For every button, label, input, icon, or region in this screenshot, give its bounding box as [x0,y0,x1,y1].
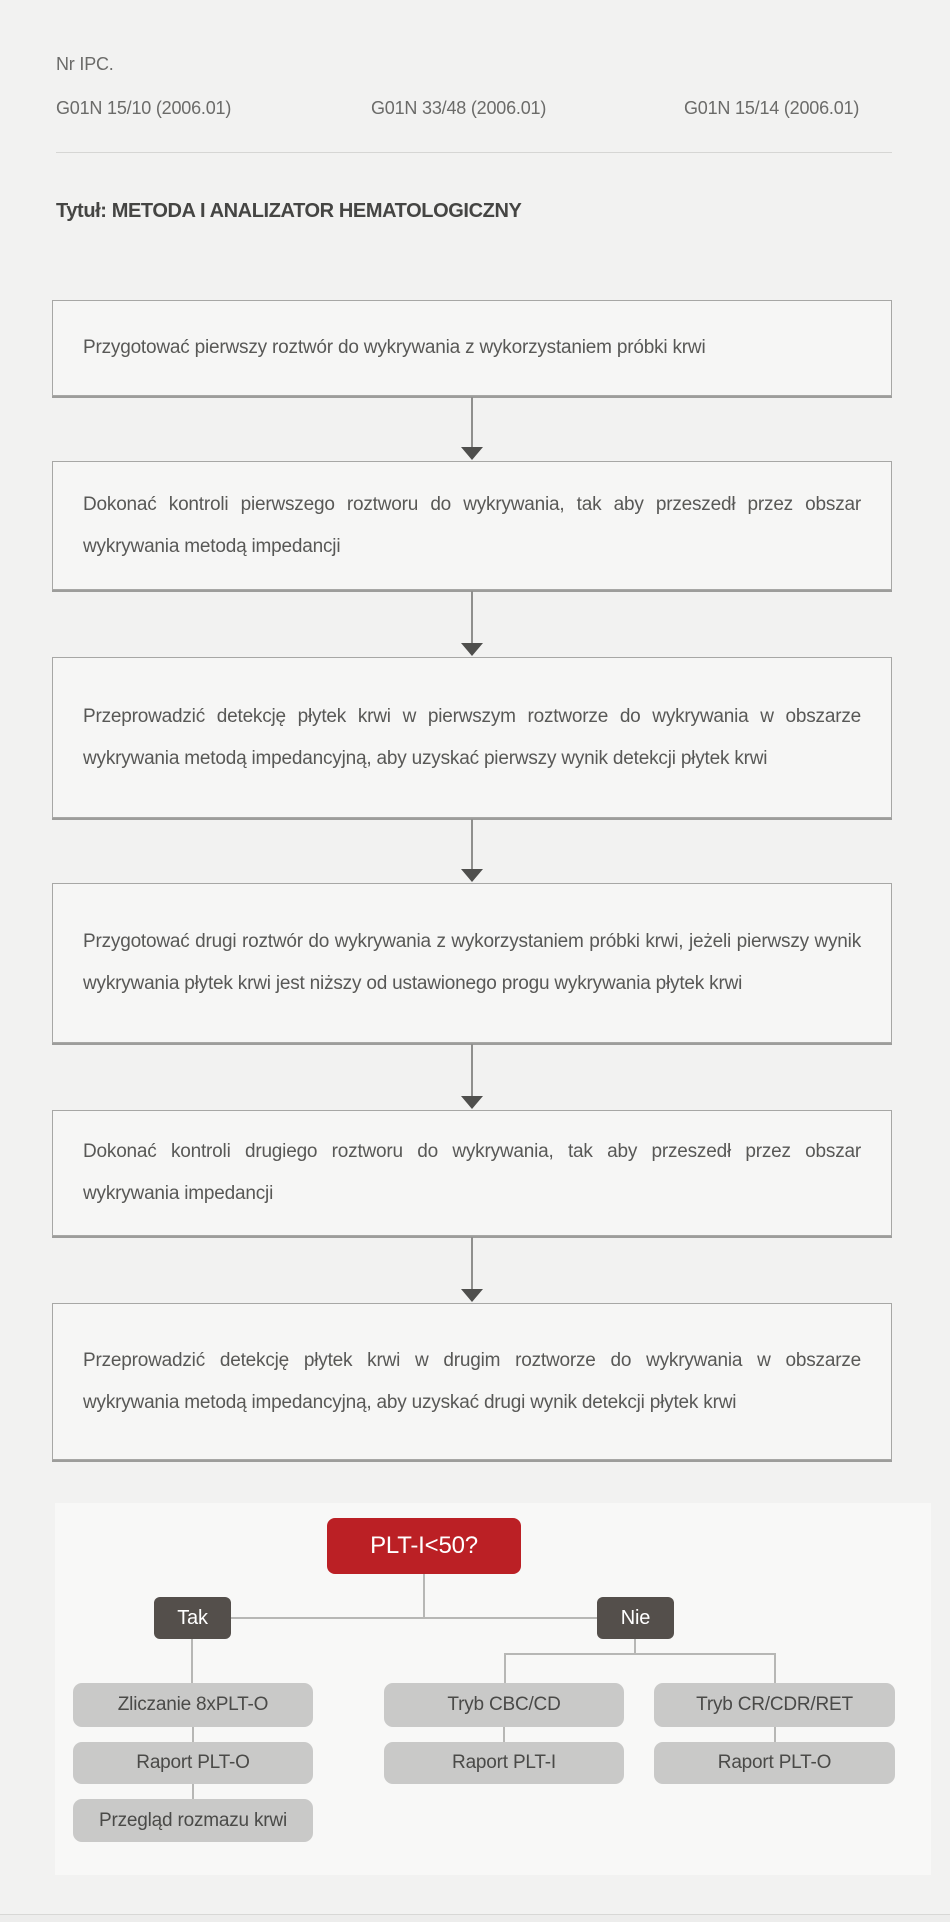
connector-line [774,1653,776,1683]
connector-line [192,1784,194,1799]
connector-line [504,1653,776,1655]
flow-step-1-text: Przygotować pierwszy roztwór do wykrywan… [83,337,706,358]
flow-step-3: Przeprowadzić detekcję płytek krwi w pie… [52,657,892,818]
arrow-down-icon [461,1237,483,1302]
flow-step-5: Dokonać kontroli drugiego roztworu do wy… [52,1110,892,1236]
connector-line [423,1574,425,1619]
flow-step-2: Dokonać kontroli pierwszego roztworu do … [52,461,892,590]
connector-line [634,1639,636,1655]
flow-step-5-text: Dokonać kontroli drugiego roztworu do wy… [83,1141,861,1204]
connector-line [231,1617,597,1619]
ipc-code-1: G01N 15/10 (2006.01) [56,98,232,118]
arrow-down-icon [461,591,483,656]
flow-step-4-text: Przygotować drugi roztwór do wykrywania … [83,931,861,994]
arrow-down-icon [461,397,483,460]
decision-tree-panel: PLT-I<50? Tak Nie Zliczanie 8xPLT-O Rapo… [55,1503,931,1875]
tree-branch-yes: Tak [154,1597,231,1639]
bottom-divider [0,1914,950,1915]
flow-step-4: Przygotować drugi roztwór do wykrywania … [52,883,892,1043]
tree-leaf-raport-plt-o-right: Raport PLT-O [654,1742,895,1784]
tree-root-condition: PLT-I<50? [327,1518,521,1574]
bottom-strip [0,1915,950,1922]
tree-leaf-tryb-cbc: Tryb CBC/CD [384,1683,624,1727]
flow-step-2-text: Dokonać kontroli pierwszego roztworu do … [83,493,861,557]
ipc-number-label: Nr IPC. [56,54,114,74]
ipc-code-3: G01N 15/14 (2006.01) [684,98,860,118]
header-divider [56,152,892,153]
connector-line [774,1727,776,1742]
connector-line [503,1727,505,1742]
flow-step-6: Przeprowadzić detekcję płytek krwi w dru… [52,1303,892,1460]
connector-line [192,1727,194,1742]
tree-leaf-zliczanie: Zliczanie 8xPLT-O [73,1683,313,1727]
flow-step-1: Przygotować pierwszy roztwór do wykrywan… [52,300,892,396]
ipc-code-2: G01N 33/48 (2006.01) [371,98,547,118]
connector-line [504,1653,506,1683]
connector-line [191,1639,193,1683]
arrow-down-icon [461,1044,483,1109]
page-title: Tytuł: METODA I ANALIZATOR HEMATOLOGICZN… [56,200,522,222]
tree-leaf-przeglad-rozmazu: Przegląd rozmazu krwi [73,1799,313,1842]
arrow-down-icon [461,819,483,882]
tree-leaf-raport-plt-i: Raport PLT-I [384,1742,624,1784]
tree-leaf-tryb-cr: Tryb CR/CDR/RET [654,1683,895,1727]
flow-step-3-text: Przeprowadzić detekcję płytek krwi w pie… [83,705,861,769]
flow-step-6-text: Przeprowadzić detekcję płytek krwi w dru… [83,1349,861,1413]
tree-branch-no: Nie [597,1597,674,1639]
tree-leaf-raport-plt-o-left: Raport PLT-O [73,1742,313,1784]
